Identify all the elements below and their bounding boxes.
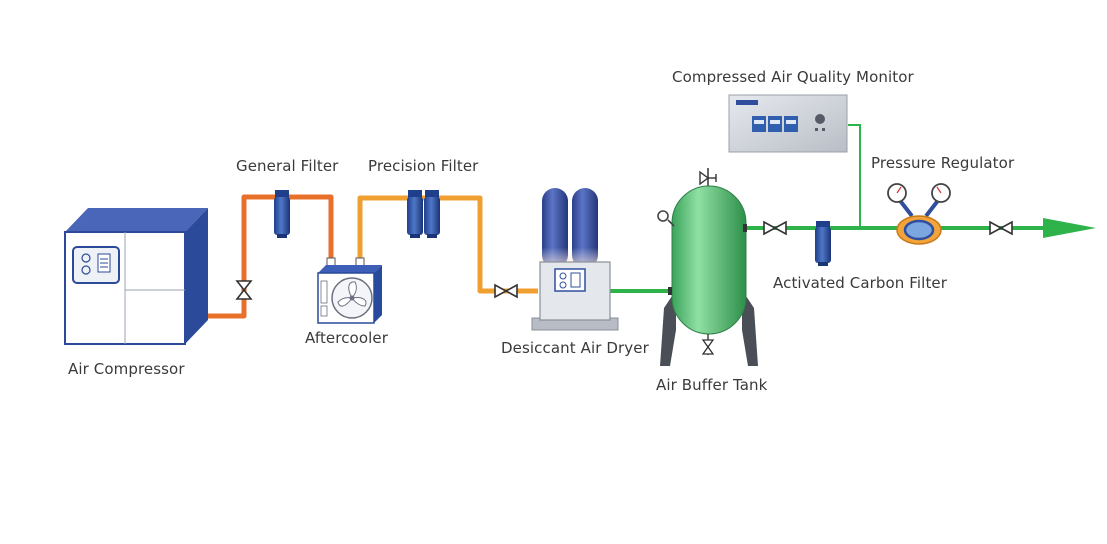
- gauge-icon: [81, 253, 91, 263]
- gauge-icon: [657, 210, 669, 222]
- control-panel: [72, 246, 120, 284]
- label-general-filter: General Filter: [236, 157, 339, 175]
- flow-arrow-icon: [1043, 218, 1096, 238]
- label-precision-filter: Precision Filter: [368, 157, 479, 175]
- label-aftercooler: Aftercooler: [305, 329, 388, 347]
- pipe-monitor-sample: [848, 124, 861, 228]
- aftercooler: [317, 257, 382, 324]
- general-filter: [274, 190, 290, 238]
- air-buffer-tank: [657, 168, 758, 366]
- activated-carbon-filter: [815, 221, 831, 266]
- gauge-icon: [559, 272, 567, 280]
- valve-icon: [494, 283, 518, 299]
- label-air-compressor: Air Compressor: [68, 360, 185, 378]
- valve-icon: [989, 220, 1013, 236]
- label-pressure-regulator: Pressure Regulator: [871, 154, 1015, 172]
- compressed-air-quality-monitor: [728, 94, 848, 153]
- pressure-regulator: [887, 183, 951, 245]
- air-compressor: [64, 208, 208, 345]
- valve-icon: [763, 220, 787, 236]
- pipe-compressor-outlet: [203, 194, 334, 319]
- valve-icon: [235, 280, 253, 300]
- label-activated-carbon-filter: Activated Carbon Filter: [773, 274, 948, 292]
- pipe-aftercooler-outlet: [357, 195, 538, 294]
- label-quality-monitor: Compressed Air Quality Monitor: [672, 68, 914, 86]
- gauge-icon: [81, 265, 91, 275]
- label-air-buffer-tank: Air Buffer Tank: [656, 376, 768, 394]
- desiccant-air-dryer: [531, 188, 619, 331]
- precision-filter: [407, 190, 440, 238]
- label-desiccant-air-dryer: Desiccant Air Dryer: [501, 339, 649, 357]
- gauge-icon: [559, 281, 567, 289]
